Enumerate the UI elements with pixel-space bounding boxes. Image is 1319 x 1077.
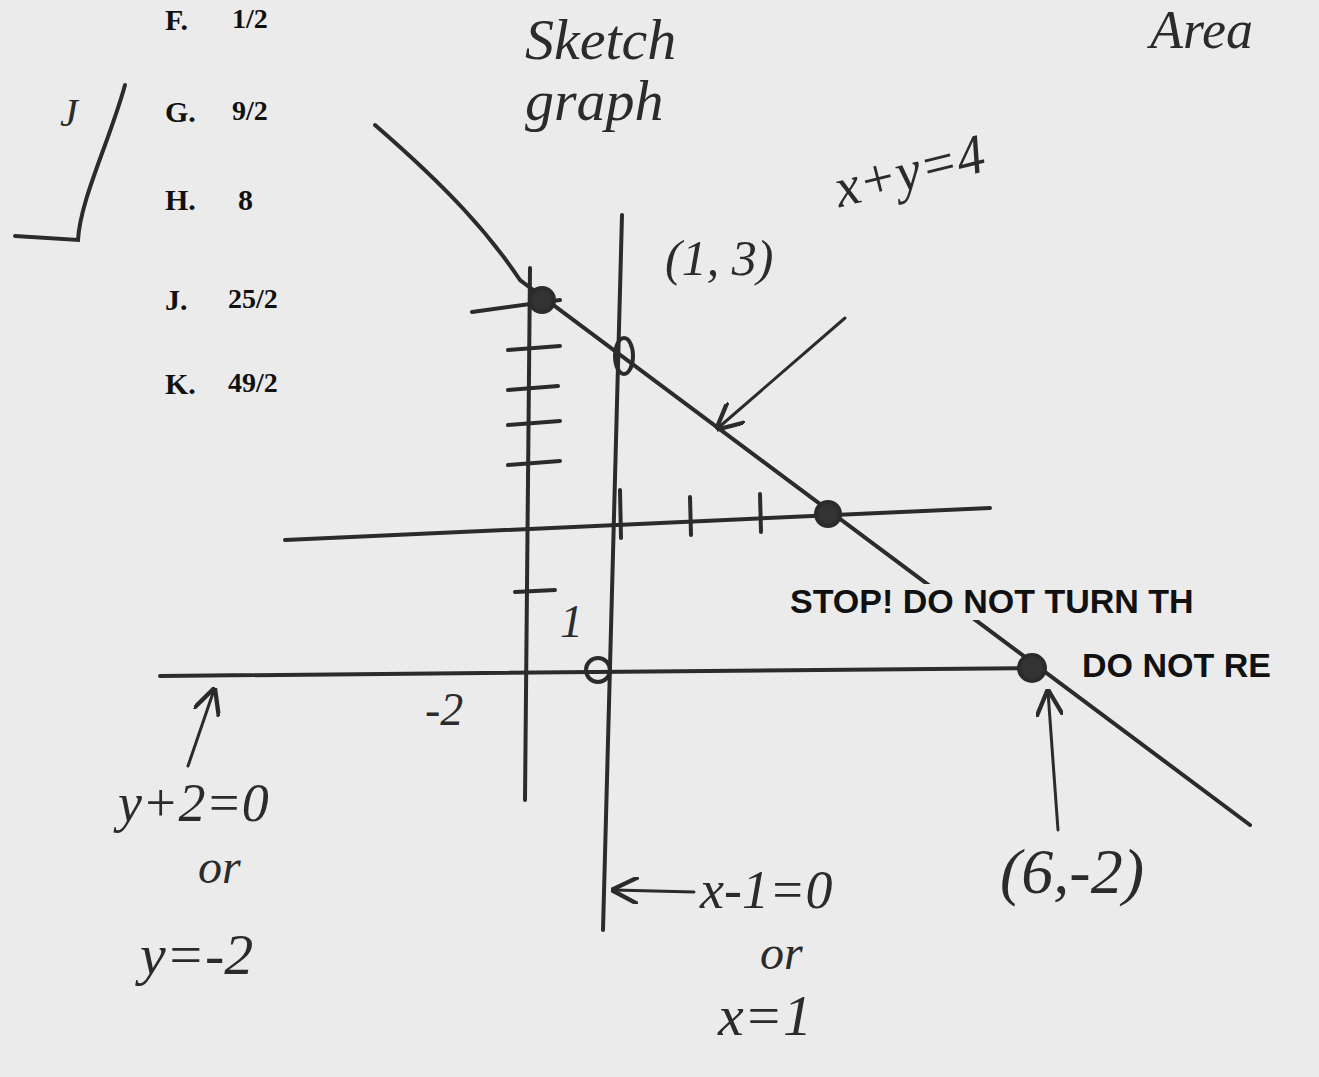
leader-arrow <box>188 690 214 766</box>
point-label: (1, 3) <box>665 232 773 285</box>
point-label: (6,-2) <box>1000 838 1144 905</box>
leader-arrow <box>1048 692 1058 830</box>
margin-note: Area <box>1150 2 1253 59</box>
choice-letter: H. <box>165 184 196 216</box>
equation-label: y=-2 <box>140 925 253 986</box>
vertex-point <box>615 338 633 374</box>
line-y-minus-2 <box>160 668 1032 676</box>
x-axis <box>285 508 990 540</box>
equation-note: or <box>198 842 241 892</box>
choice-letter: J. <box>165 284 188 316</box>
leader-arrow <box>614 890 694 892</box>
equation-label: x-1=0 <box>700 862 832 919</box>
vertex-point <box>586 658 610 682</box>
intercept-dot <box>530 288 554 312</box>
equation-label: y+2=0 <box>118 775 269 832</box>
answer-mark: J <box>60 92 78 134</box>
choice-letter: G. <box>165 96 196 128</box>
axis-number: -2 <box>425 686 463 734</box>
vertex-point <box>1019 655 1045 681</box>
choice-value: 9/2 <box>232 96 268 125</box>
line-x-1 <box>603 215 622 930</box>
leader-arrow <box>718 318 845 428</box>
choice-value: 1/2 <box>232 4 268 33</box>
choice-letter: F. <box>165 4 188 36</box>
page-instruction: DO NOT RE <box>1082 648 1271 684</box>
answer-bracket <box>15 85 125 240</box>
choice-letter: K. <box>165 368 196 400</box>
instruction-note: Sketch graph <box>525 10 775 132</box>
page-instruction: STOP! DO NOT TURN TH <box>790 584 1194 620</box>
choice-value: 49/2 <box>228 368 278 397</box>
equation-label: x+y=4 <box>828 124 991 218</box>
choice-value: 8 <box>238 184 253 216</box>
axis-number: 1 <box>560 598 583 646</box>
choice-value: 25/2 <box>228 284 278 313</box>
equation-label: x=1 <box>718 986 812 1047</box>
line-x-plus-y-4 <box>375 125 1250 825</box>
equation-note: or <box>760 928 803 978</box>
intercept-dot <box>816 502 840 526</box>
